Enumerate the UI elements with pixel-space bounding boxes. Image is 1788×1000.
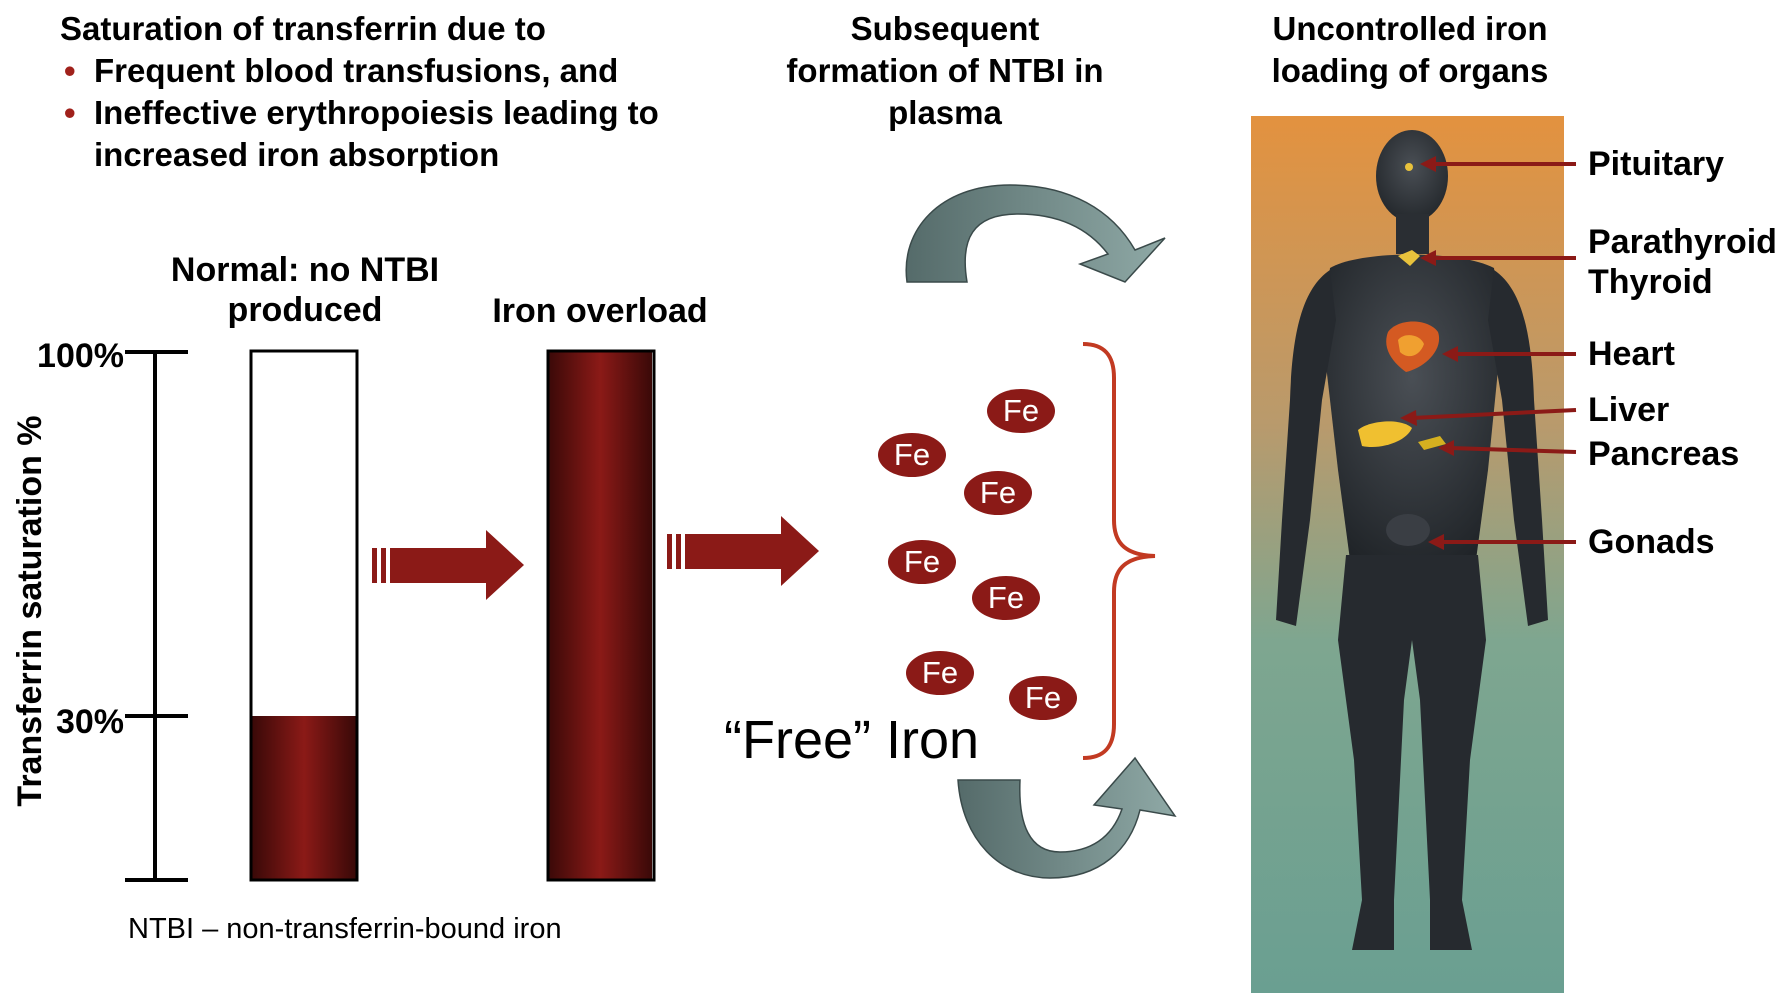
organ-label-pancreas: Pancreas bbox=[1588, 435, 1740, 473]
organ-label-heart: Heart bbox=[1588, 335, 1675, 373]
pituitary-organ bbox=[1405, 163, 1413, 171]
ntbi-footnote: NTBI – non-transferrin-bound iron bbox=[128, 913, 562, 945]
pancreas-organ bbox=[1418, 436, 1446, 450]
fe-particle bbox=[878, 433, 946, 477]
fe-particle-label: Fe bbox=[903, 544, 941, 579]
tick-label-100: 100% bbox=[37, 337, 124, 375]
right-header-line: Uncontrolled iron bbox=[1272, 10, 1548, 47]
left-header: Saturation of transferrin due to • Frequ… bbox=[60, 8, 760, 176]
fe-particle bbox=[987, 389, 1055, 433]
fe-particle bbox=[964, 471, 1032, 515]
gonads-organ bbox=[1386, 514, 1430, 546]
normal-saturation-bar bbox=[249, 349, 359, 882]
right-header-line: loading of organs bbox=[1271, 52, 1549, 89]
overload-bar-fill bbox=[548, 352, 652, 880]
middle-header-line: plasma bbox=[888, 94, 1002, 131]
normal-bar-label-line: produced bbox=[227, 291, 383, 329]
bullet-erythropoiesis: • Ineffective erythropoiesis leading to … bbox=[60, 92, 760, 176]
fe-particle-label: Fe bbox=[1024, 680, 1062, 715]
red-arrow-normal-to-overload bbox=[372, 530, 524, 600]
free-iron-label: “Free” Iron bbox=[724, 710, 980, 770]
normal-bar-label: Normal: no NTBI produced bbox=[140, 250, 470, 330]
grey-arrow-bottom bbox=[957, 756, 1177, 879]
liver-organ bbox=[1358, 421, 1412, 448]
fe-particle bbox=[906, 651, 974, 695]
fe-particle bbox=[1009, 676, 1077, 720]
bullet-text: Frequent blood transfusions, and bbox=[94, 52, 619, 89]
red-arrow-overload-to-ntbi bbox=[667, 516, 819, 586]
normal-bar-fill bbox=[252, 716, 356, 879]
fe-particle bbox=[888, 540, 956, 584]
saturation-axis bbox=[125, 350, 188, 882]
bullet-transfusions: • Frequent blood transfusions, and bbox=[60, 50, 760, 92]
bullet-dot: • bbox=[64, 94, 76, 131]
overload-bar-label: Iron overload bbox=[492, 292, 708, 330]
bullet-dot: • bbox=[64, 52, 76, 89]
organ-pointers bbox=[1400, 156, 1577, 550]
organ-label-liver: Liver bbox=[1588, 391, 1670, 429]
bullet-text: Ineffective erythropoiesis leading to bbox=[94, 94, 659, 131]
fe-particle-label: Fe bbox=[987, 580, 1025, 615]
tick-label-30: 30% bbox=[55, 703, 124, 741]
organ-label-thyroid: Thyroid bbox=[1588, 263, 1713, 301]
ntbi-brace bbox=[1082, 342, 1156, 760]
organ-label-gonads: Gonads bbox=[1588, 523, 1715, 561]
right-header: Uncontrolled iron loading of organs bbox=[1240, 8, 1580, 92]
human-body-illustration bbox=[1251, 116, 1564, 993]
fe-particle bbox=[972, 576, 1040, 620]
middle-header-line: Subsequent bbox=[850, 10, 1040, 47]
organ-label-parathyroid: Parathyroid bbox=[1588, 223, 1777, 261]
organ-label-pituitary: Pituitary bbox=[1588, 145, 1725, 183]
thyroid-organ bbox=[1398, 250, 1420, 266]
fe-particles bbox=[878, 389, 1077, 720]
fe-particle-label: Fe bbox=[893, 437, 931, 472]
middle-header: Subsequent formation of NTBI in plasma bbox=[760, 8, 1130, 134]
bullet-text-continued: increased iron absorption bbox=[94, 136, 500, 173]
fe-particle-label: Fe bbox=[921, 655, 959, 690]
normal-bar-label-line: Normal: no NTBI bbox=[170, 251, 440, 289]
fe-particle-label: Fe bbox=[1002, 393, 1040, 428]
left-header-title: Saturation of transferrin due to bbox=[60, 10, 546, 47]
fe-particle-label: Fe bbox=[979, 475, 1017, 510]
grey-arrow-top bbox=[905, 184, 1166, 283]
overload-saturation-bar bbox=[546, 349, 656, 882]
middle-header-line: formation of NTBI in bbox=[786, 52, 1104, 89]
